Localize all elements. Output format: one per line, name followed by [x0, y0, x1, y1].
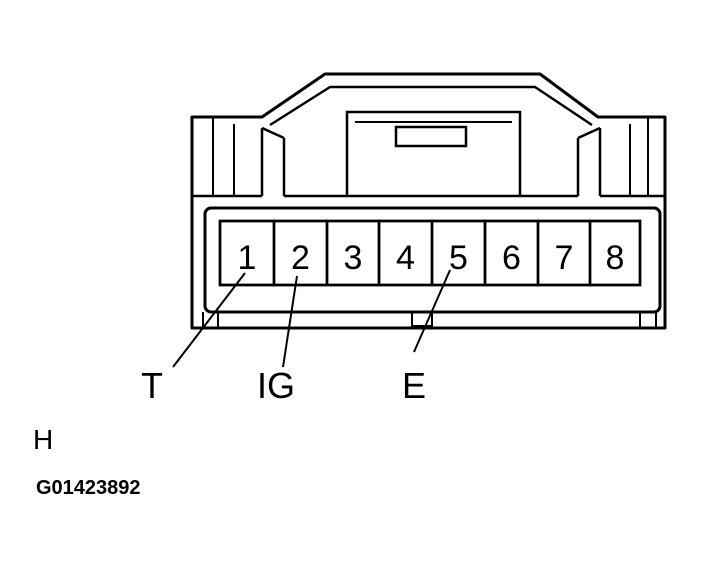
connector-housing-outline — [190, 72, 667, 330]
pin-row — [218, 219, 642, 287]
pin-number-7: 7 — [555, 239, 574, 277]
housing-bottom-key — [411, 311, 433, 327]
pin-number-6: 6 — [502, 239, 521, 277]
callout-label-t: T — [141, 365, 163, 406]
pin-cavity-8 — [588, 219, 642, 287]
leader-line-ig — [282, 275, 298, 368]
latch-catch — [394, 125, 468, 148]
callout-label-e: E — [402, 365, 426, 406]
locking-tab-inner-outline — [269, 85, 593, 127]
latch-window — [345, 110, 522, 196]
pin-number-5: 5 — [449, 239, 468, 277]
latch-arm-right — [576, 126, 602, 196]
leader-line-e — [413, 269, 451, 353]
leader-line-t — [172, 272, 246, 368]
pin-number-2: 2 — [291, 239, 310, 277]
pin-number-3: 3 — [344, 239, 363, 277]
pin-number-8: 8 — [606, 239, 625, 277]
side-letter: H — [33, 424, 54, 455]
pin-number-1: 1 — [238, 239, 257, 277]
figure-id: G01423892 — [36, 477, 141, 499]
housing-bottom-skirt — [202, 312, 657, 328]
latch-arm-left — [260, 126, 286, 196]
callouts-group: T IG E — [141, 269, 451, 406]
pin-number-4: 4 — [396, 239, 415, 277]
callout-label-ig: IG — [257, 365, 295, 406]
